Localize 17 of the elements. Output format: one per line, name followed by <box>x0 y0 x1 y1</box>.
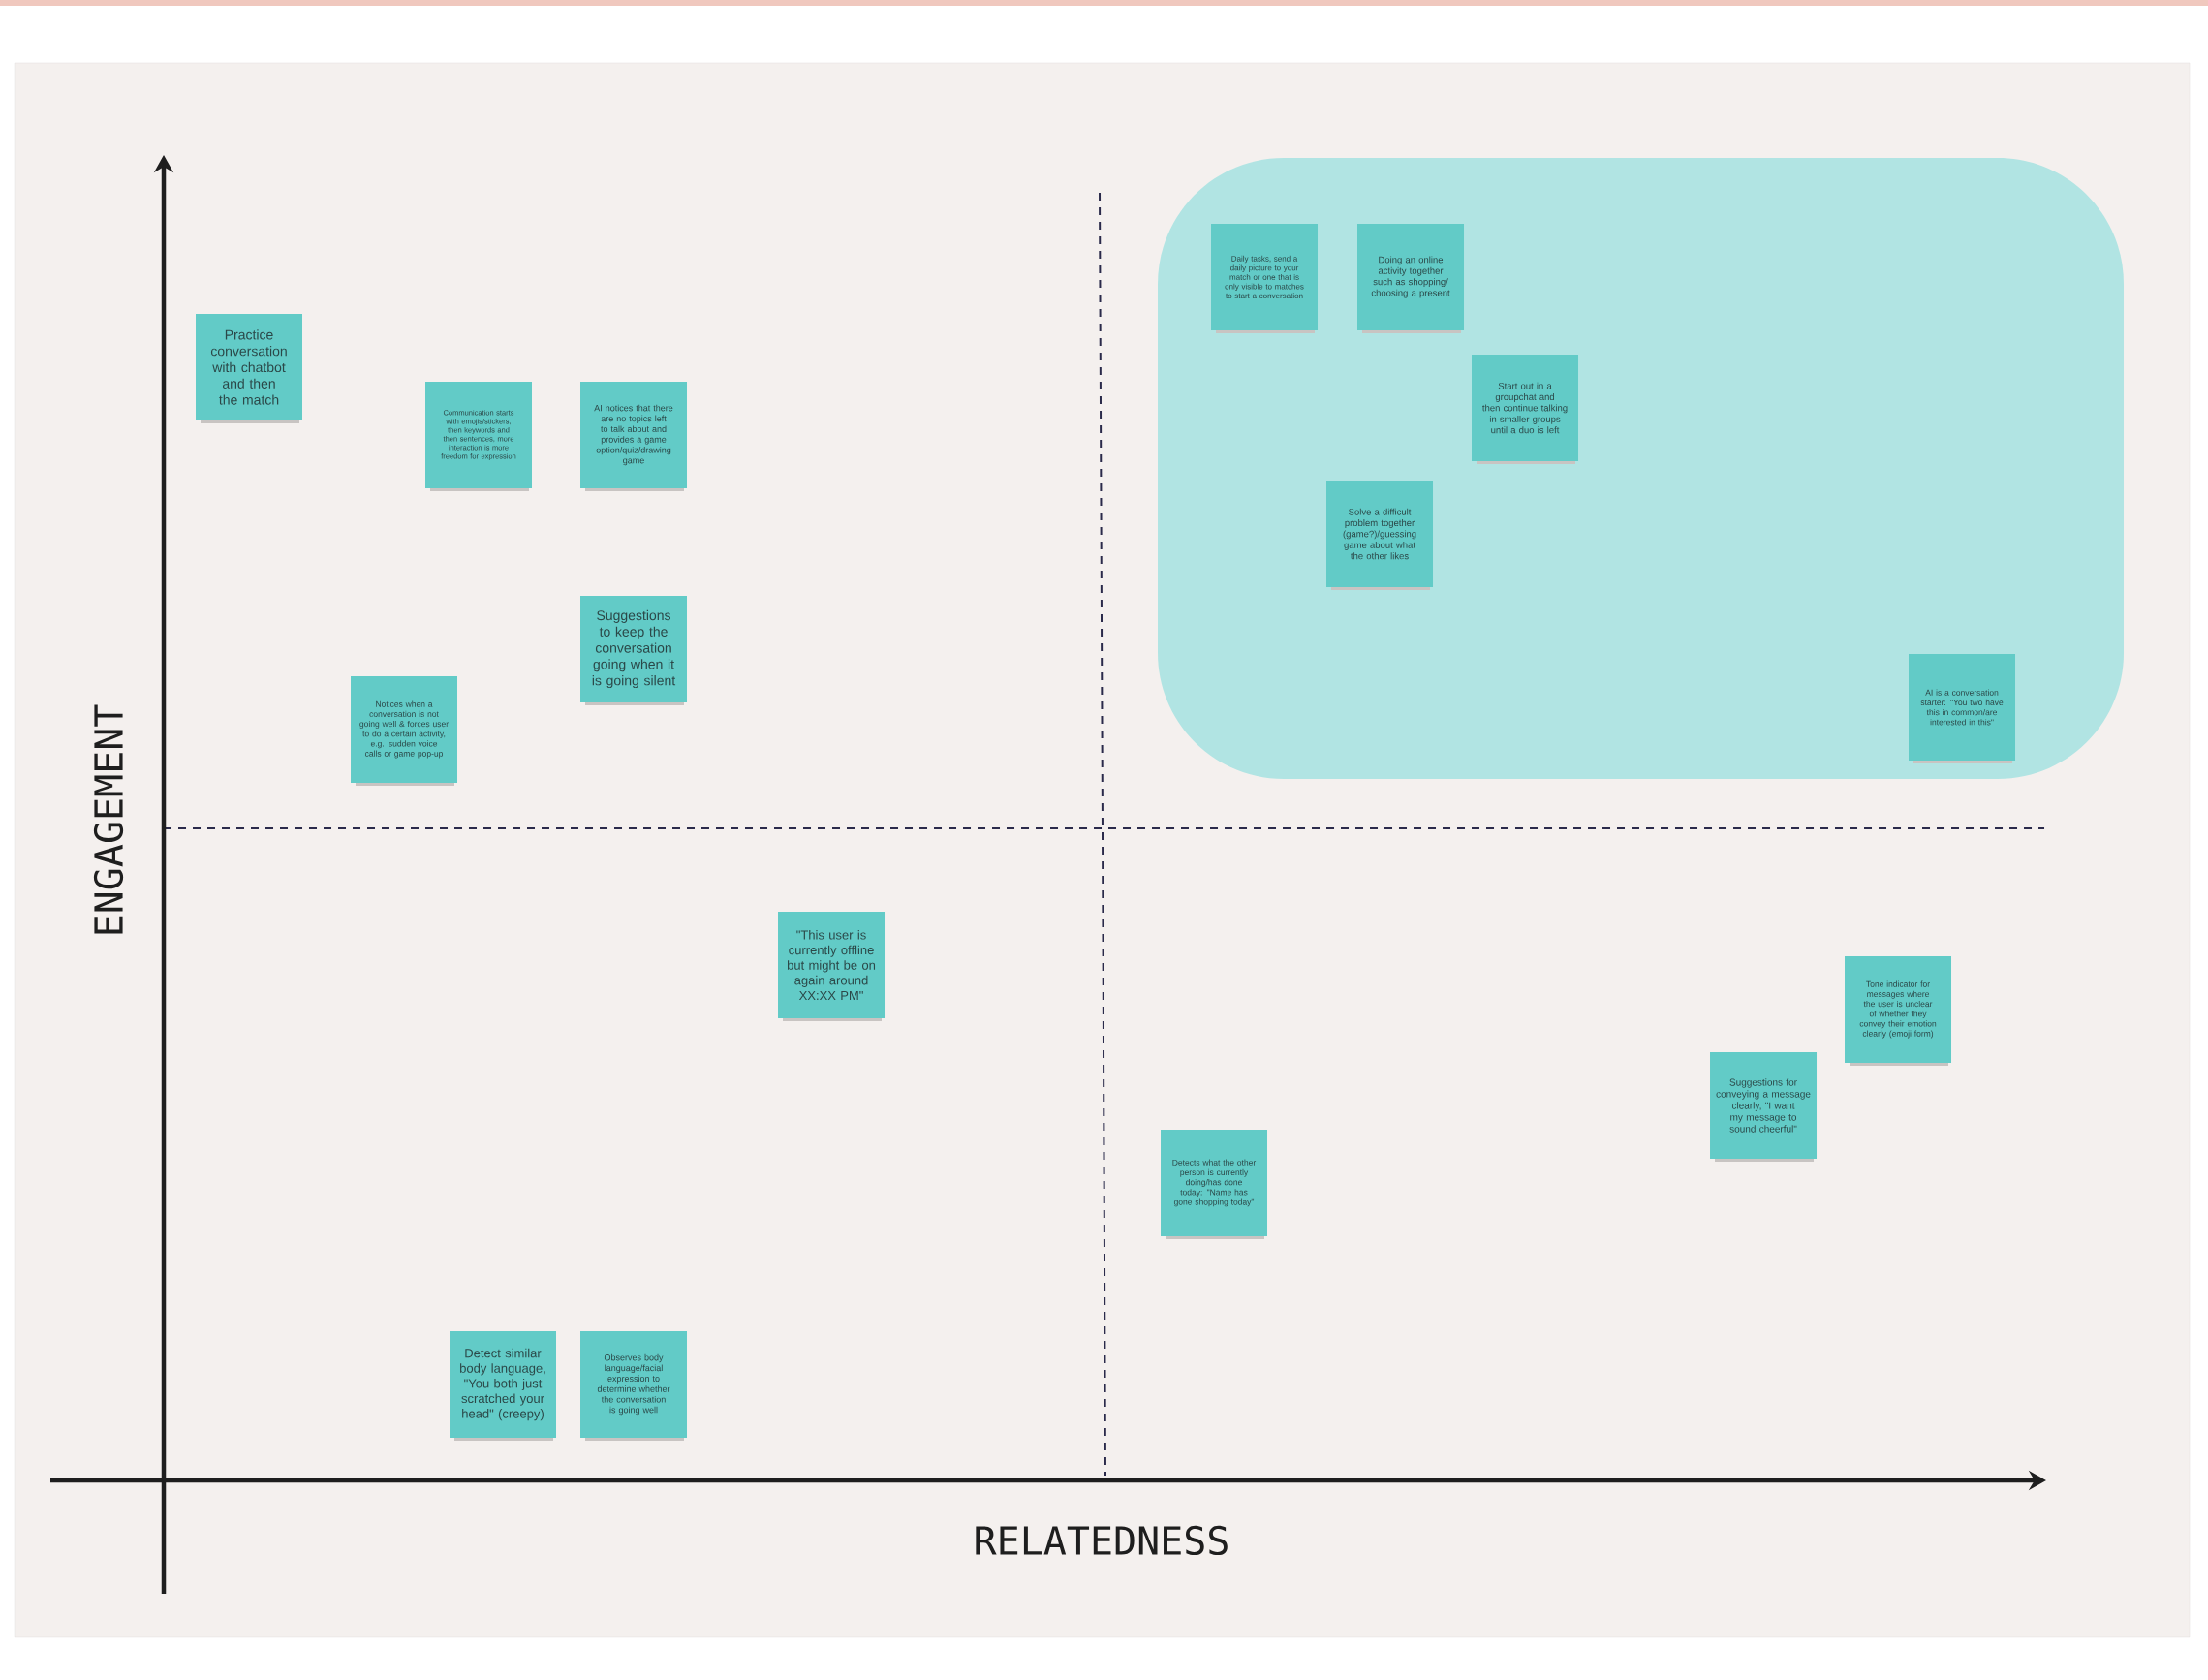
sticky-note: AI is a conversation starter: "You two have this in common/are interested in this" <box>1909 654 2015 763</box>
sticky-note: Detect similar body language, "You both just scratched your head" (creepy) <box>450 1331 556 1441</box>
sticky-note: Notices when a conversation is not going well & forces user to do a certain activity, e.g. sudden voice calls or game pop-up <box>351 676 457 786</box>
sticky-note: Daily tasks, send a daily picture to your match or one that is only visible to matches to start a conversation <box>1211 224 1318 333</box>
sticky-note: Solve a difficult problem together (game?)/guessing game about what the other likes <box>1326 481 1433 590</box>
sticky-note: "This user is currently offline but might be on again around XX:XX PM" <box>778 912 885 1021</box>
sticky-note: Practice conversation with chatbot and then the match <box>196 314 302 423</box>
sticky-note: AI notices that there are no topics left to talk about and provides a game option/quiz/drawing game <box>580 382 687 491</box>
axis-label: RELATEDNESS <box>976 1525 1228 1556</box>
sticky-note: Detects what the other person is currently doing/has done today: "Name has gone shopping today" <box>1161 1130 1267 1239</box>
sticky-note: Start out in a groupchat and then continue talking in smaller groups until a duo is left <box>1472 355 1578 464</box>
sticky-note: Suggestions for conveying a message clearly, "I want my message to sound cheerful" <box>1710 1052 1817 1162</box>
axis-label: ENGAGEMENT <box>93 704 124 934</box>
sticky-note: Suggestions to keep the conversation going when it is going silent <box>580 596 687 705</box>
sticky-note: Tone indicator for messages where the user is unclear of whether they convey their emotion clearly (emoji form) <box>1845 956 1951 1066</box>
sticky-note: Doing an online activity together such as shopping/ choosing a present <box>1357 224 1464 333</box>
sticky-note: Observes body language/facial expression to determine whether the conversation is going well <box>580 1331 687 1441</box>
